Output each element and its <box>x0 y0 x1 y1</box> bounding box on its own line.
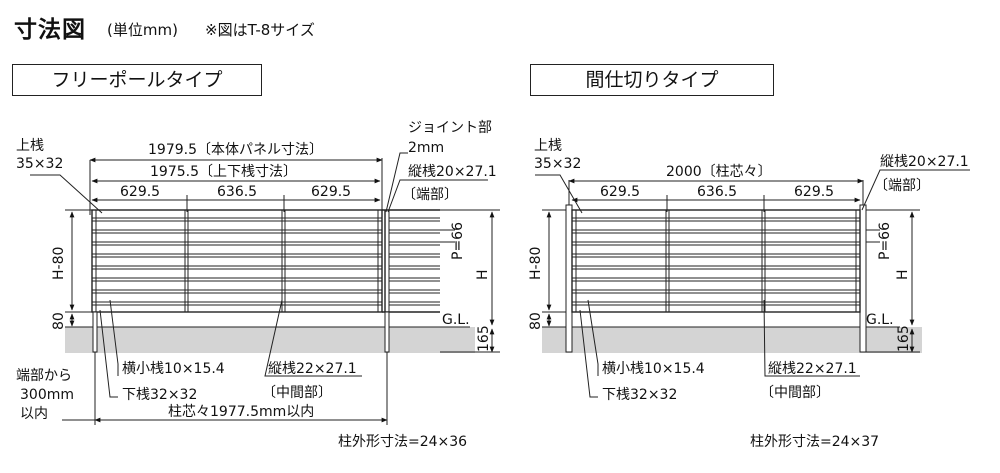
right-type-title: 間仕切りタイプ <box>530 64 774 96</box>
left-height: H <box>475 269 491 280</box>
right-post-2 <box>859 204 867 353</box>
left-span-3: 629.5 <box>311 184 351 200</box>
left-slat-leader <box>109 299 119 376</box>
right-mid-post-note: 〔中間部〕 <box>760 385 830 401</box>
left-height-inner: H-80 <box>51 247 67 280</box>
left-mid-post-leader <box>264 299 362 377</box>
left-pitch: P=66 <box>450 222 466 260</box>
left-mid-post-label: 縦桟22×27.1 <box>268 361 357 377</box>
right-pitch: P=66 <box>877 222 893 260</box>
right-embed: 165 <box>896 325 912 352</box>
left-end-post: 縦桟20×27.1 <box>408 164 497 180</box>
right-post-1 <box>565 204 573 353</box>
left-panel-frame <box>91 209 383 313</box>
right-end-post-note: 〔端部〕 <box>874 178 930 194</box>
left-joint-leader <box>385 152 408 213</box>
right-slats <box>572 217 860 306</box>
right-end-post-leader <box>861 169 970 211</box>
left-embed: 165 <box>476 325 492 352</box>
right-ground-band <box>542 327 922 353</box>
size-note: ※図はT-8サイズ <box>205 21 315 39</box>
left-post-size: 柱外形寸法=24×36 <box>338 434 467 450</box>
left-post-2 <box>384 311 390 353</box>
right-slat-label: 横小桟10×15.4 <box>602 361 705 377</box>
right-bottom-rail-label: 下桟32×32 <box>602 387 677 403</box>
left-end-post-leader <box>387 179 488 213</box>
left-mid-post-note: 〔中間部〕 <box>262 385 332 401</box>
left-gl: G.L. <box>442 312 470 328</box>
right-post-size: 柱外形寸法=24×37 <box>750 434 879 450</box>
right-end-post: 縦桟20×27.1 <box>880 154 969 170</box>
right-span-3: 629.5 <box>794 184 834 200</box>
right-span-2: 636.5 <box>697 184 737 200</box>
page-title: 寸法図 <box>14 17 86 43</box>
right-diagram <box>535 169 970 398</box>
left-joint-size: 2mm <box>408 140 444 156</box>
right-span-1: 629.5 <box>600 184 640 200</box>
right-bottom-gap: 80 <box>528 312 544 330</box>
right-height: H <box>895 269 911 280</box>
unit-label: (単位mm) <box>107 21 178 39</box>
right-gl: G.L. <box>866 312 894 328</box>
left-rail-width: 1975.5〔上下桟寸法〕 <box>150 164 297 180</box>
left-end-post-note: 〔端部〕 <box>402 187 458 203</box>
left-top-rail-size: 35×32 <box>16 156 63 172</box>
right-top-rail-label: 上桟 <box>534 138 562 154</box>
left-slats <box>92 217 382 306</box>
left-top-rail-label: 上桟 <box>16 138 44 154</box>
right-mid-post-leader <box>763 299 860 377</box>
left-end-offset-2: 300mm <box>20 387 74 403</box>
left-end-offset-3: 以内 <box>20 406 48 422</box>
left-span-1: 629.5 <box>120 184 160 200</box>
right-panel-frame <box>571 209 861 313</box>
left-bottom-gap: 80 <box>51 312 67 330</box>
left-panel-width: 1979.5〔本体パネル寸法〕 <box>148 142 323 158</box>
left-bottom-rail-label: 下桟32×32 <box>122 387 197 403</box>
right-mid-post-label: 縦桟22×27.1 <box>768 361 857 377</box>
left-diagram <box>30 152 500 425</box>
left-span-2: 636.5 <box>217 184 257 200</box>
right-slat-leader <box>587 299 599 376</box>
right-bottom-rail-leader <box>579 309 598 398</box>
left-post-1 <box>92 311 98 353</box>
left-ground-band <box>65 327 475 353</box>
right-post-pitch: 2000〔柱芯々〕 <box>666 164 772 180</box>
right-top-rail-size: 35×32 <box>534 156 581 172</box>
left-bottom-rail-leader <box>99 309 118 398</box>
right-height-inner: H-80 <box>528 247 544 280</box>
left-post-pitch: 柱芯々1977.5mm以内 <box>168 404 314 420</box>
left-joint-label: ジョイント部 <box>408 120 492 136</box>
left-end-offset-1: 端部から <box>16 368 72 384</box>
left-top-rail-leader <box>30 174 103 214</box>
left-type-title: フリーポールタイプ <box>12 64 262 96</box>
left-slat-label: 横小桟10×15.4 <box>122 361 225 377</box>
right-top-rail-leader <box>535 174 583 214</box>
